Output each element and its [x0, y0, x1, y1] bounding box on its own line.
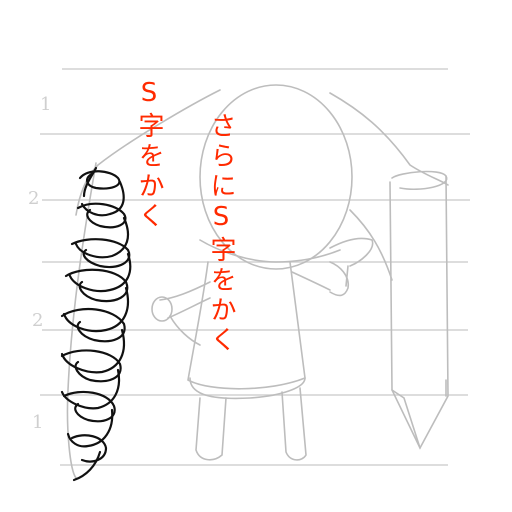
guide-number: 1	[32, 412, 44, 433]
guide-lines	[40, 68, 470, 466]
guide-number: 1	[40, 94, 52, 115]
annotation-left: S字をかく	[134, 78, 164, 232]
guide-number: 2	[32, 310, 44, 331]
annotation-center: さらにS字をかく	[206, 112, 236, 356]
s-curl-drawing	[60, 166, 132, 482]
guide-number: 2	[28, 188, 40, 209]
character-sketch	[66, 84, 449, 479]
